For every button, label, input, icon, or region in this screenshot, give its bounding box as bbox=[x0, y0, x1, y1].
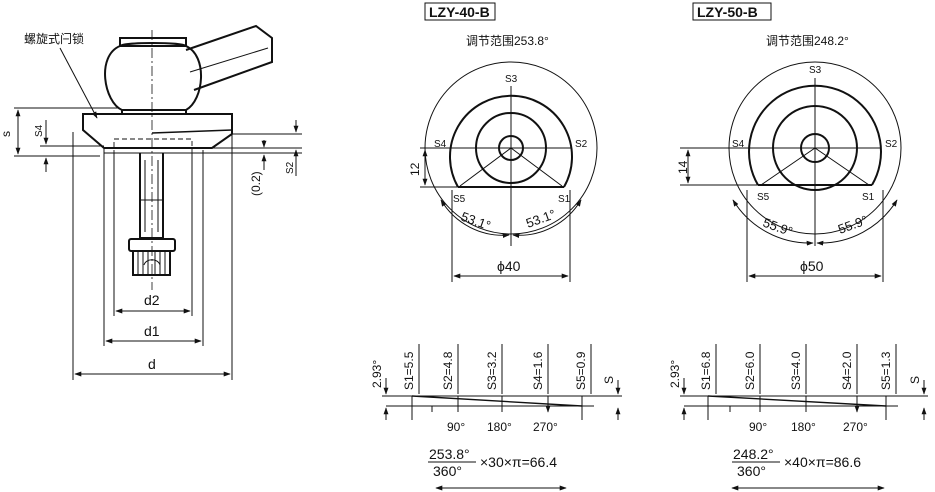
lzy40-deg90: 90° bbox=[447, 420, 465, 434]
knob-seam bbox=[119, 42, 187, 47]
lzy40-dial: LZY-40-B 调节范围253.8° S3 S2 S4 S5 S1 12 53… bbox=[408, 2, 598, 282]
lzy40-title-box bbox=[424, 2, 496, 21]
lzy40-strip-s: S bbox=[602, 376, 616, 384]
latch-side-view: 螺旋式闩锁 s S4 S2 (0.2) d2 d1 d bbox=[0, 24, 302, 380]
ext-s bbox=[14, 107, 120, 157]
callout-label: 螺旋式闩锁 bbox=[24, 31, 84, 46]
dim-gap-label: (0.2) bbox=[249, 171, 263, 196]
lzy40-s2: S2 bbox=[575, 139, 588, 150]
lzy40-s4: S4 bbox=[434, 139, 447, 150]
lzy50-deg270: 270° bbox=[843, 420, 868, 434]
lzy40-strip-s4: S4=1.6 bbox=[531, 351, 545, 390]
lzy40-deg270: 270° bbox=[533, 420, 558, 434]
knurl-lines bbox=[137, 252, 166, 274]
ext-d1 bbox=[103, 150, 204, 346]
dim-d2-label: d2 bbox=[144, 292, 160, 308]
lzy50-dia-label: ϕ50 bbox=[800, 258, 824, 274]
lever-edge bbox=[189, 47, 269, 73]
lzy50-rays bbox=[760, 147, 870, 186]
lzy40-s3: S3 bbox=[505, 74, 518, 85]
ext-right bbox=[192, 133, 302, 154]
lzy40-dia-label: ϕ40 bbox=[497, 258, 521, 274]
lzy50-formula-den: 360° bbox=[737, 463, 766, 479]
ext-d bbox=[72, 132, 233, 380]
lzy50-ext-dia bbox=[746, 190, 884, 282]
ext-d2 bbox=[113, 153, 193, 316]
lzy50-s4: S4 bbox=[732, 139, 745, 150]
lzy50-ext-14 bbox=[680, 147, 758, 186]
lzy40-s1: S1 bbox=[558, 194, 571, 205]
lzy40-ext-dia bbox=[451, 190, 571, 282]
lzy50-strip-s: S bbox=[908, 376, 922, 384]
cam-edge bbox=[151, 129, 233, 134]
dim-s2-label: S2 bbox=[285, 161, 296, 174]
lzy50-range: 调节范围248.2° bbox=[766, 34, 849, 48]
lzy40-strip-ends bbox=[411, 396, 583, 420]
lzy40-formula-den: 360° bbox=[433, 463, 462, 479]
lzy50-stations bbox=[715, 344, 897, 394]
lzy50-strip-ends bbox=[707, 396, 887, 420]
lzy40-range: 调节范围253.8° bbox=[466, 34, 549, 48]
lzy40-strip-s5: S5=0.9 bbox=[574, 351, 588, 390]
lzy50-deg180: 180° bbox=[791, 420, 816, 434]
lzy40-strip: 2.93° S1=5.5 S2=4.8 S3=3.2 S4=1.6 S5=0.9… bbox=[370, 344, 622, 491]
lzy40-deg180: 180° bbox=[487, 420, 512, 434]
lzy50-station-arrows bbox=[759, 396, 857, 412]
lzy50-strip-s3: S3=4.0 bbox=[789, 351, 803, 390]
washer-hidden bbox=[113, 138, 193, 154]
lzy50-s2: S2 bbox=[885, 139, 898, 150]
lzy40-stations bbox=[418, 344, 592, 394]
lzy50-ramp bbox=[707, 395, 887, 407]
lzy50-s5: S5 bbox=[757, 192, 770, 203]
lzy40-formula-rest: ×30×π=66.4 bbox=[480, 454, 557, 470]
lzy50-angle-arc-right bbox=[816, 199, 898, 246]
knob-cap bbox=[119, 37, 187, 46]
lzy40-angle-arc-right bbox=[512, 199, 582, 238]
dim-d1-label: d1 bbox=[144, 323, 160, 339]
lzy50-angle-right: 55.9° bbox=[836, 212, 870, 237]
lzy40-title: LZY-40-B bbox=[429, 4, 490, 20]
lzy50-strip-s1: S1=6.8 bbox=[699, 351, 713, 390]
lzy40-strip-s2: S2=4.8 bbox=[441, 351, 455, 390]
lzy50-angle-arc-left bbox=[732, 199, 814, 246]
lzy40-rays bbox=[459, 147, 563, 187]
dim-s4-label: S4 bbox=[34, 124, 45, 137]
lzy50-dim-14-label: 14 bbox=[676, 160, 690, 174]
lzy40-ramp bbox=[411, 395, 583, 407]
thread-lines bbox=[144, 160, 159, 232]
screw-shank bbox=[139, 153, 164, 239]
lzy50-title-box bbox=[692, 2, 772, 21]
lzy50-strip: 2.93° S1=6.8 S2=6.0 S3=4.0 S4=2.0 S5=1.3… bbox=[668, 344, 928, 491]
lzy50-strip-s4: S4=2.0 bbox=[840, 351, 854, 390]
lzy50-formula-rest: ×40×π=86.6 bbox=[784, 454, 861, 470]
lzy40-s5: S5 bbox=[453, 194, 466, 205]
lzy50-angle-left: 55.9° bbox=[761, 215, 795, 240]
dim-d-label: d bbox=[148, 356, 156, 372]
lever-handle bbox=[185, 24, 273, 91]
spherical-knob bbox=[104, 45, 202, 111]
lzy40-station-arrows bbox=[457, 396, 548, 412]
lzy50-strip-s2: S2=6.0 bbox=[743, 351, 757, 390]
lzy40-angle-arc-left bbox=[440, 199, 510, 238]
lzy50-strip-angle: 2.93° bbox=[668, 360, 682, 388]
lzy50-s1: S1 bbox=[862, 192, 875, 203]
lzy50-title: LZY-50-B bbox=[697, 4, 758, 20]
lzy40-strip-angle: 2.93° bbox=[370, 360, 384, 388]
lzy50-deg90: 90° bbox=[749, 420, 767, 434]
lzy40-dim-12-label: 12 bbox=[408, 162, 422, 176]
callout-leader bbox=[59, 47, 98, 119]
lzy50-formula-num: 248.2° bbox=[733, 446, 774, 462]
lzy40-strip-s3: S3=3.2 bbox=[485, 351, 499, 390]
nut-body bbox=[132, 251, 171, 276]
lzy50-strip-s5: S5=1.3 bbox=[879, 351, 893, 390]
lzy50-s3: S3 bbox=[809, 65, 822, 76]
lzy40-strip-s1: S1=5.5 bbox=[402, 351, 416, 390]
lzy40-ext-12 bbox=[420, 147, 458, 188]
dim-s-label: s bbox=[0, 131, 13, 137]
lzy50-dial: LZY-50-B 调节范围248.2° S3 S2 S4 S5 S1 14 55… bbox=[676, 2, 902, 282]
lzy40-formula-num: 253.8° bbox=[429, 446, 470, 462]
